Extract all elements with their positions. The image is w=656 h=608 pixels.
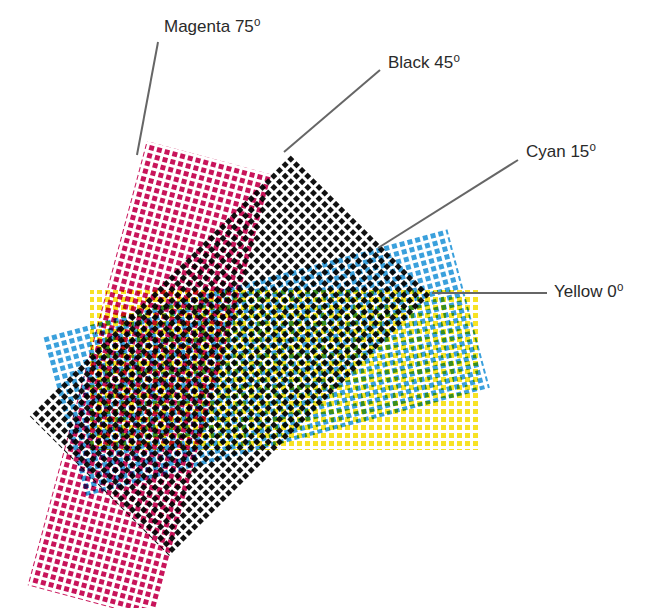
leader-line [284,70,380,152]
angle-label: Magenta 75⁰ [164,18,261,37]
angle-label: Cyan 15⁰ [526,143,596,162]
leader-lines [137,42,547,293]
black-screen [28,153,431,556]
leader-line [432,292,547,294]
leader-line [378,160,518,248]
angle-label: Yellow 0⁰ [554,283,624,302]
angle-label: Black 45⁰ [388,54,460,73]
leader-line [137,42,158,155]
